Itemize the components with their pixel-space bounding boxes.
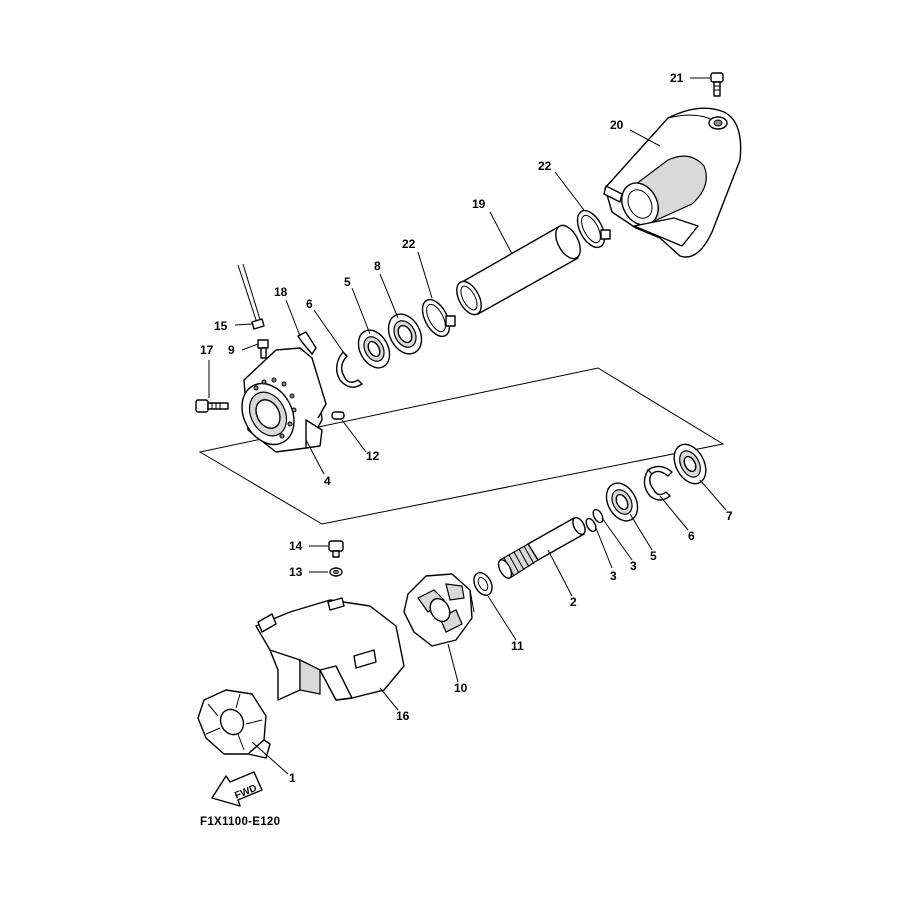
part-19-hose — [456, 224, 581, 316]
callout-20: 20 — [610, 118, 624, 132]
part-17-bolt — [195, 399, 229, 413]
callout-6a: 6 — [688, 529, 695, 543]
part-3-o-ring-b — [585, 517, 597, 533]
callout-7: 7 — [726, 509, 733, 523]
part-18-plate — [297, 331, 317, 355]
callout-1: 1 — [289, 771, 296, 785]
part-22-clamp-lower — [421, 298, 456, 338]
part-16-cover — [255, 597, 405, 701]
part-3-o-ring-a — [592, 508, 604, 524]
part-22-clamp-upper — [576, 209, 611, 249]
part-6-circlip-upper — [335, 351, 363, 388]
callout-2: 2 — [570, 595, 577, 609]
callout-17: 17 — [200, 343, 214, 357]
part-7-bearing — [673, 443, 707, 485]
part-2-drive-shaft — [497, 517, 586, 579]
callout-6b: 6 — [306, 297, 313, 311]
callout-16: 16 — [396, 709, 410, 723]
part-12-dowel-pin — [331, 411, 345, 420]
callout-12: 12 — [366, 449, 380, 463]
part-8-bearing — [387, 313, 423, 355]
part-14-bolt — [328, 540, 344, 558]
callout-22b: 22 — [402, 237, 416, 251]
part-1-damper — [197, 689, 271, 759]
part-15-clip — [251, 318, 265, 330]
leader-lines — [208, 77, 727, 775]
part-11-washer — [473, 572, 493, 596]
callout-13: 13 — [289, 565, 303, 579]
part-4-pump-housing — [241, 347, 327, 453]
part-5-bearing-upper — [357, 329, 391, 369]
callout-8: 8 — [374, 259, 381, 273]
cable-lines — [237, 263, 263, 327]
callout-3a: 3 — [610, 569, 617, 583]
callout-21: 21 — [670, 71, 684, 85]
part-13-washer — [329, 567, 343, 577]
part-6-circlip-lower — [643, 465, 673, 501]
callout-18: 18 — [274, 285, 288, 299]
part-5-bearing-lower — [605, 482, 639, 522]
part-9-nipple — [257, 339, 269, 359]
subassembly-frame — [198, 367, 725, 525]
callout-10: 10 — [454, 681, 468, 695]
callout-labels: 1 2 3 3 4 5 5 6 6 7 8 9 10 11 12 13 14 1… — [200, 71, 733, 785]
callout-11: 11 — [511, 639, 524, 653]
part-20-duct-housing — [603, 107, 742, 258]
callout-14: 14 — [289, 539, 303, 553]
fwd-arrow-icon: FWD — [211, 771, 263, 807]
diagram-code: F1X1100-E120 — [200, 816, 280, 828]
part-10-coupling — [403, 573, 475, 647]
callout-15: 15 — [214, 319, 228, 333]
callout-5a: 5 — [650, 549, 657, 563]
callout-19: 19 — [472, 197, 486, 211]
part-21-bolt — [710, 72, 724, 97]
callout-3b: 3 — [630, 559, 637, 573]
callout-5b: 5 — [344, 275, 351, 289]
callout-9: 9 — [228, 343, 235, 357]
callout-4: 4 — [324, 474, 331, 488]
callout-22a: 22 — [538, 159, 552, 173]
